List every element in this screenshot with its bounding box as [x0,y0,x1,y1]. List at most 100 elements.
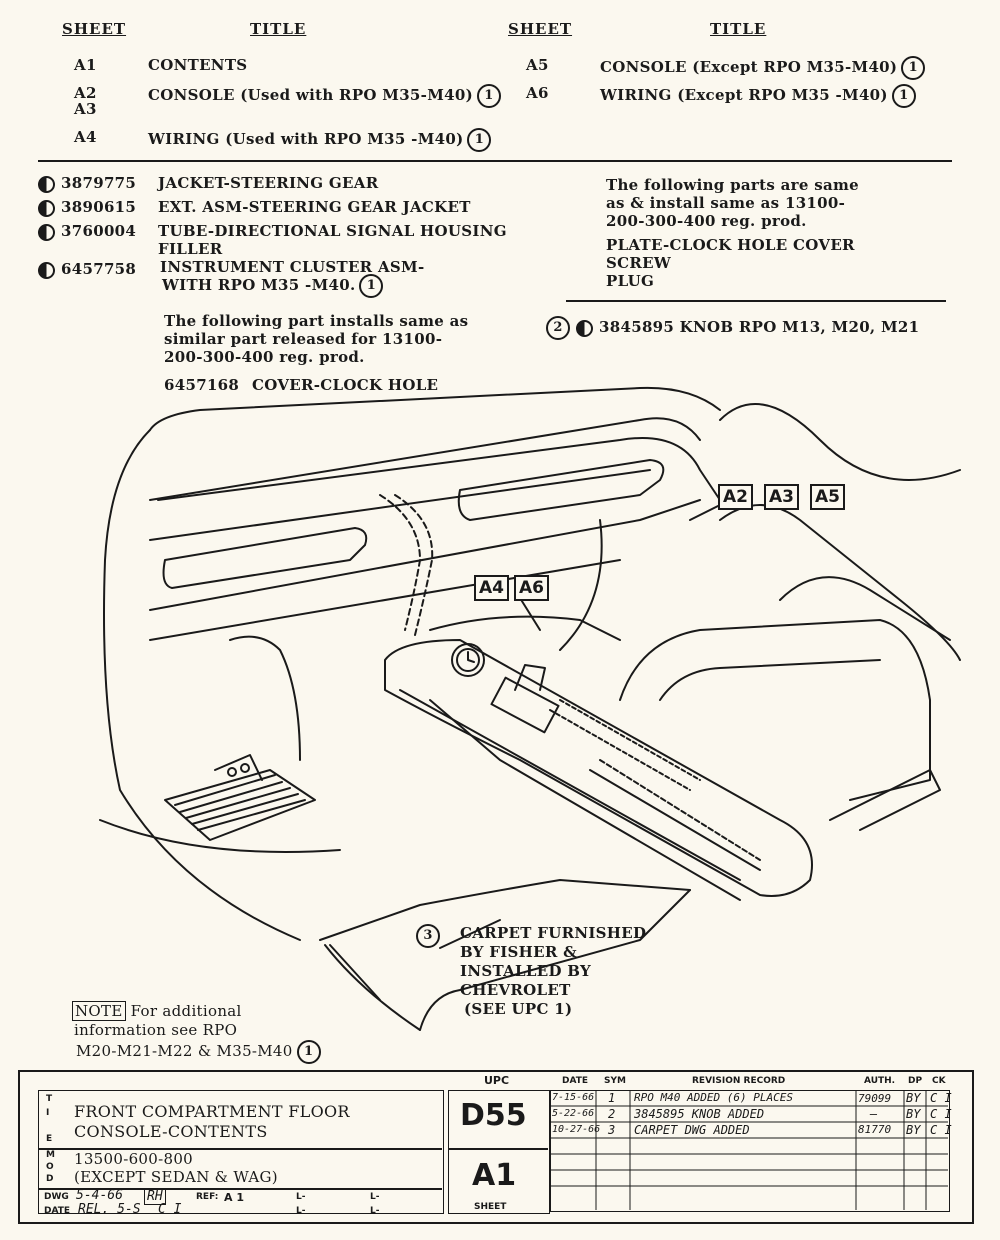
half-circle-symbol [576,319,593,337]
similar-part-number: 6457168 [164,376,240,394]
note: NOTE For additional [72,1001,242,1021]
half-circle-symbol [38,223,55,241]
windshield-line [149,386,721,431]
model-numbers: 13500-600-800 [74,1150,194,1168]
rev-ck: C I [930,1107,952,1121]
clock-dial [451,643,485,677]
vent-left [162,527,368,589]
ref-circle-1: 1 [891,84,916,108]
callout-a5: A5 [810,484,845,510]
ref-circle-1: 1 [467,128,492,152]
title-column-header-right: TITLE [710,20,767,38]
drawing-subtitle: CONSOLE-CONTENTS [74,1122,268,1141]
part-row: 3760004 [38,222,136,241]
dwg-rh: RH [144,1188,166,1205]
rev-header-ck: CK [932,1076,946,1086]
ref-circle-1: 1 [359,274,384,298]
side-letter: D [46,1174,54,1184]
upc-value: D55 [460,1098,527,1133]
callout-a3: A3 [764,484,799,510]
carpet-edge [319,879,691,941]
ref-circle-1: 1 [476,84,501,108]
rev-header-sym: SYM [604,1076,626,1086]
same-note-line: The following parts are same [606,176,859,194]
sheet-value: A1 [472,1158,517,1193]
l-mark: L- [296,1192,306,1202]
sheet-label: SHEET [474,1202,507,1212]
sheet-a2: A2 [74,84,97,102]
rev-date: 7-15-66 [552,1092,595,1103]
rev-record: CARPET DWG ADDED [634,1123,750,1137]
console-body [384,639,813,897]
date-value: REL. 5-S [78,1202,141,1217]
divider [38,1188,442,1190]
revision-grid [550,1090,948,1210]
title-column-header: TITLE [250,20,307,38]
sheet-a6: A6 [526,84,549,102]
left-door-line [103,429,301,941]
seat-cushion [619,619,931,801]
similar-part-name: COVER-CLOCK HOLE [252,376,439,394]
divider [38,1148,442,1150]
sheet-a4: A4 [74,128,97,146]
divider [448,1148,548,1150]
sheet-a5-title: CONSOLE (Except RPO M35-M40)1 [600,56,926,80]
carpet-note-line: CARPET FURNISHED [460,924,647,942]
sheet-column-header: SHEET [62,20,127,38]
rev-date: 10-27-66 [552,1124,601,1135]
note-line: information see RPO [74,1021,238,1039]
model-exception: (EXCEPT SEDAN & WAG) [74,1168,278,1186]
floor-mat [164,769,316,841]
sheet-a6-title: WIRING (Except RPO M35 -M40)1 [600,84,916,108]
upc-label: UPC [484,1074,510,1087]
ref-circle-1: 1 [901,56,926,80]
same-part: SCREW [606,254,672,272]
carpet-note-line: BY FISHER & [460,943,577,961]
part-row: 3890615 [38,198,136,217]
sheet-a3: A3 [74,100,97,118]
part-name-cont: WITH RPO M35 -M40.1 [162,274,384,298]
part-name: EXT. ASM-STEERING GEAR JACKET [158,198,471,216]
side-letter: M [46,1150,55,1160]
part-row: 6457758 [38,260,136,279]
ref-value: A 1 [224,1191,244,1204]
vent-right [457,459,665,521]
rev-header-auth: AUTH. [864,1076,896,1086]
rev-ck: C I [930,1123,952,1137]
side-letter: O [46,1162,54,1172]
similar-note-line: The following part installs same as [164,312,469,330]
sheet-a4-title: WIRING (Used with RPO M35 -M40)1 [148,128,492,152]
side-letter: I [46,1108,50,1118]
rev-record: RPO M40 ADDED (6) PLACES [634,1091,793,1104]
l-mark: L- [296,1206,306,1216]
sheet-column-header-right: SHEET [508,20,573,38]
dwg-date: 5-4-66 [76,1188,123,1203]
ref-circle-3: 3 [416,924,440,948]
rev-date: 5-22-66 [552,1108,595,1119]
sheet-a5: A5 [526,56,549,74]
divider [566,300,946,302]
revision-record [550,1090,950,1212]
rev-sym: 3 [608,1123,616,1137]
similar-note-line: 200-300-400 reg. prod. [164,348,365,366]
dwg-label: DWG [44,1192,69,1202]
side-letter: E [46,1134,53,1144]
date-c: C I [158,1202,182,1217]
l-mark: L- [370,1206,380,1216]
half-circle-symbol [38,199,55,217]
shift-lever [514,664,546,691]
rev-header-record: REVISION RECORD [692,1076,786,1086]
rev-auth: — [870,1107,878,1121]
ref-label: REF: [196,1192,219,1202]
side-letter: T [46,1094,53,1104]
title-box [38,1090,444,1214]
sheet-a1: A1 [74,56,97,74]
same-note-line: as & install same as 13100- [606,194,846,212]
same-note-line: 200-300-400 reg. prod. [606,212,807,230]
carpet-note-line: (SEE UPC 1) [464,1000,573,1018]
date-label: DATE [44,1206,71,1216]
note-label: NOTE [72,1001,126,1021]
